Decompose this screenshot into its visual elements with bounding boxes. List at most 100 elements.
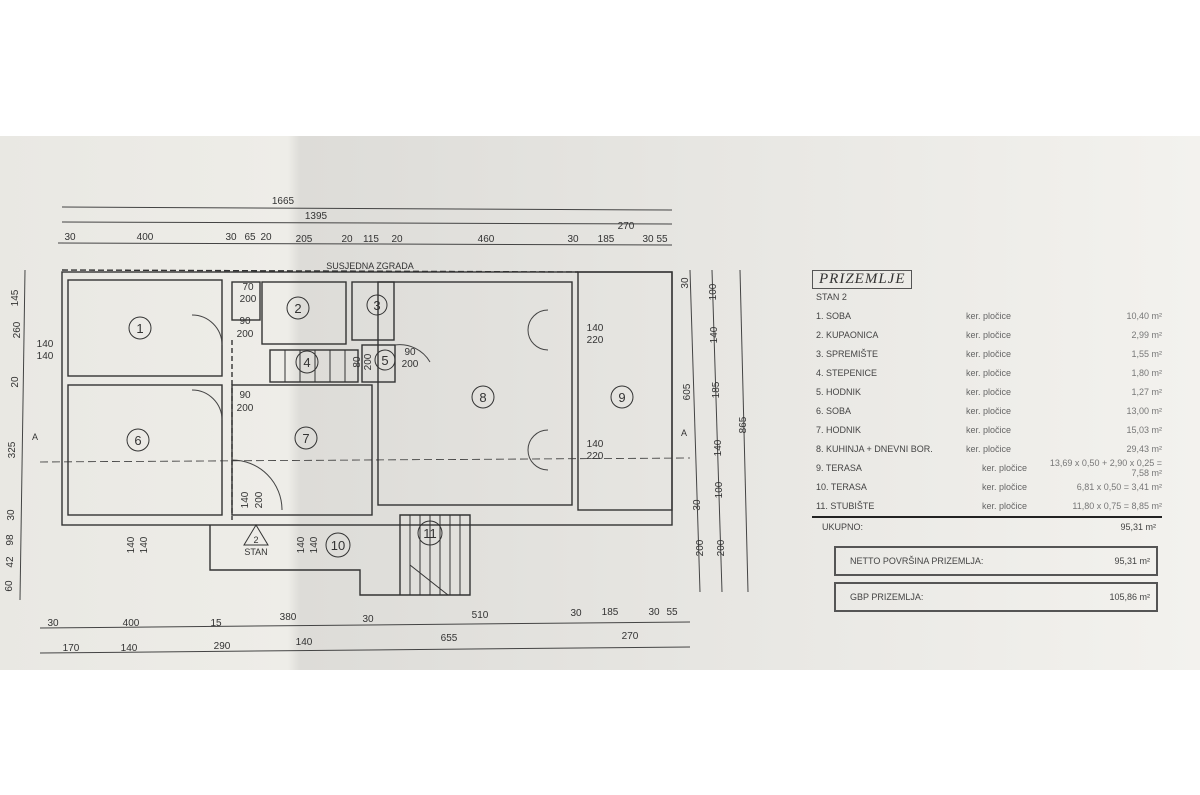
room-7-label: 7 xyxy=(302,431,309,446)
svg-text:220: 220 xyxy=(587,451,604,462)
svg-text:20: 20 xyxy=(391,234,403,245)
svg-text:140: 140 xyxy=(37,339,54,350)
legend-area: 13,00 m² xyxy=(1126,405,1162,416)
svg-text:65: 65 xyxy=(244,232,256,243)
svg-text:140: 140 xyxy=(126,536,137,553)
svg-text:170: 170 xyxy=(63,643,80,654)
legend-name: 10. TERASA xyxy=(816,481,867,492)
svg-text:30: 30 xyxy=(642,234,654,245)
legend-material: ker. pločice xyxy=(982,462,1028,473)
section-marker-left: A xyxy=(32,432,38,442)
svg-text:140: 140 xyxy=(713,439,724,456)
legend-material: ker. pločice xyxy=(966,405,1012,416)
room-11-label: 11 xyxy=(423,526,437,541)
svg-text:30: 30 xyxy=(570,608,582,619)
room-3-label: 3 xyxy=(373,298,380,313)
svg-text:200: 200 xyxy=(363,353,374,370)
legend-name: 9. TERASA xyxy=(816,462,862,473)
legend-material: ker. pločice xyxy=(966,348,1012,359)
legend-material: ker. pločice xyxy=(982,500,1028,511)
top-dimensions: 1665 1395 270 30 400 30 65 20 205 20 115… xyxy=(64,196,668,245)
svg-text:90: 90 xyxy=(404,347,416,358)
svg-text:60: 60 xyxy=(4,580,15,592)
svg-text:30: 30 xyxy=(6,509,17,521)
svg-text:400: 400 xyxy=(123,618,140,629)
svg-text:220: 220 xyxy=(587,335,604,346)
svg-text:70: 70 xyxy=(242,282,254,293)
svg-text:30: 30 xyxy=(692,499,703,511)
left-dimensions: 145 260 20 325 30 98 42 60 xyxy=(4,289,23,591)
svg-text:400: 400 xyxy=(137,232,154,243)
svg-text:200: 200 xyxy=(716,539,727,556)
svg-text:42: 42 xyxy=(5,556,16,568)
svg-text:30: 30 xyxy=(362,614,374,625)
legend-name: 11. STUBIŠTE xyxy=(816,500,875,511)
svg-text:655: 655 xyxy=(441,633,458,644)
room-10-label: 10 xyxy=(331,538,345,553)
legend-area: 15,03 m² xyxy=(1126,424,1162,435)
svg-text:98: 98 xyxy=(5,534,16,546)
svg-text:20: 20 xyxy=(341,234,353,245)
svg-text:140: 140 xyxy=(709,326,720,343)
stairs xyxy=(284,350,461,596)
svg-text:270: 270 xyxy=(622,631,639,642)
net-area-box: NETTO POVRŠINA PRIZEMLJA: 95,31 m² xyxy=(834,546,1158,576)
svg-text:205: 205 xyxy=(296,234,313,245)
dimension-lines xyxy=(19,206,749,654)
entrance-label: STAN xyxy=(244,547,267,557)
svg-text:260: 260 xyxy=(12,321,23,338)
legend-title: PRIZEMLJE xyxy=(812,270,913,289)
legend-name: 3. SPREMIŠTE xyxy=(816,348,879,359)
legend-area: 1,55 m² xyxy=(1131,348,1162,359)
svg-text:200: 200 xyxy=(254,491,265,508)
svg-text:20: 20 xyxy=(10,376,21,388)
svg-text:605: 605 xyxy=(682,383,693,400)
svg-text:200: 200 xyxy=(402,359,419,370)
right-dimensions: 30 605 30 200 100 140 185 140 100 200 86… xyxy=(680,277,749,556)
room-6-label: 6 xyxy=(134,433,141,448)
legend-area: 2,99 m² xyxy=(1131,329,1162,340)
svg-text:200: 200 xyxy=(237,329,254,340)
svg-text:30: 30 xyxy=(680,277,691,289)
svg-text:20: 20 xyxy=(260,232,272,243)
room-4-label: 4 xyxy=(303,355,310,370)
legend-area: 11,80 x 0,75 = 8,85 m² xyxy=(1072,500,1162,511)
svg-text:115: 115 xyxy=(363,234,379,245)
legend-row: 11. STUBIŠTE ker. pločice 11,80 x 0,75 = 8… xyxy=(812,496,1162,515)
svg-text:140: 140 xyxy=(121,643,138,654)
legend-row: 6. SOBA ker. pločice 13,00 m² xyxy=(812,401,1162,420)
neighbor-building-label: SUSJEDNA ZGRADA xyxy=(326,261,414,271)
svg-text:140: 140 xyxy=(309,536,320,553)
room-5-label: 5 xyxy=(381,353,388,368)
svg-text:55: 55 xyxy=(656,234,668,245)
legend-total: UKUPNO: 95,31 m² xyxy=(812,516,1162,540)
svg-text:30: 30 xyxy=(47,618,59,629)
legend-name: 6. SOBA xyxy=(816,405,852,416)
svg-text:55: 55 xyxy=(666,607,678,618)
legend-name: 2. KUPAONICA xyxy=(816,329,879,340)
walls xyxy=(39,269,691,596)
legend-material: ker. pločice xyxy=(982,481,1028,492)
svg-text:200: 200 xyxy=(695,539,706,556)
svg-text:30: 30 xyxy=(648,607,660,618)
svg-text:140: 140 xyxy=(587,439,604,450)
svg-text:460: 460 xyxy=(478,234,495,245)
svg-text:140: 140 xyxy=(37,351,54,362)
legend-area: 10,40 m² xyxy=(1126,310,1162,321)
legend-name: 5. HODNIK xyxy=(816,386,862,397)
legend-name: 8. KUHINJA + DNEVNI BOR. xyxy=(816,443,933,454)
legend-material: ker. pločice xyxy=(966,329,1012,340)
svg-text:145: 145 xyxy=(10,289,21,306)
legend-unit: STAN 2 xyxy=(816,292,847,302)
room-2-label: 2 xyxy=(294,301,301,316)
paper xyxy=(0,136,1200,670)
svg-text:30: 30 xyxy=(567,234,579,245)
legend-name: 7. HODNIK xyxy=(816,424,862,435)
svg-text:325: 325 xyxy=(7,441,18,458)
svg-text:185: 185 xyxy=(602,607,619,618)
